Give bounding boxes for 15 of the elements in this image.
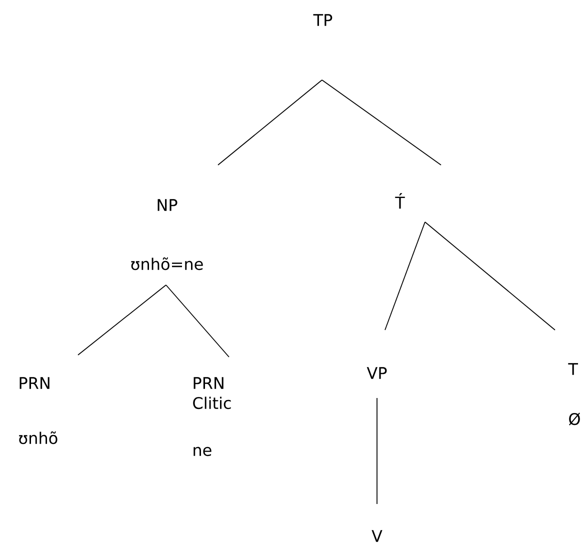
tree-node-label: VP (366, 367, 387, 379)
branch-line (322, 80, 442, 166)
tree-node-label: PRN ʊnhõ (19, 377, 58, 444)
tree-node-label: TP (313, 14, 332, 26)
branch-line (166, 284, 230, 358)
branch-line (218, 80, 322, 166)
branch-line (78, 284, 166, 356)
branch-line (376, 398, 378, 504)
tree-node-label: T́ (395, 193, 405, 209)
branch-line (384, 222, 426, 330)
tree-node-label: NP ʊnhõ=ne (131, 199, 203, 270)
tree-node-label: T Ø (568, 363, 580, 426)
branch-line (424, 222, 556, 330)
tree-node-label: PRN Clitic ne (193, 377, 231, 456)
tree-node-label: V (372, 530, 382, 542)
